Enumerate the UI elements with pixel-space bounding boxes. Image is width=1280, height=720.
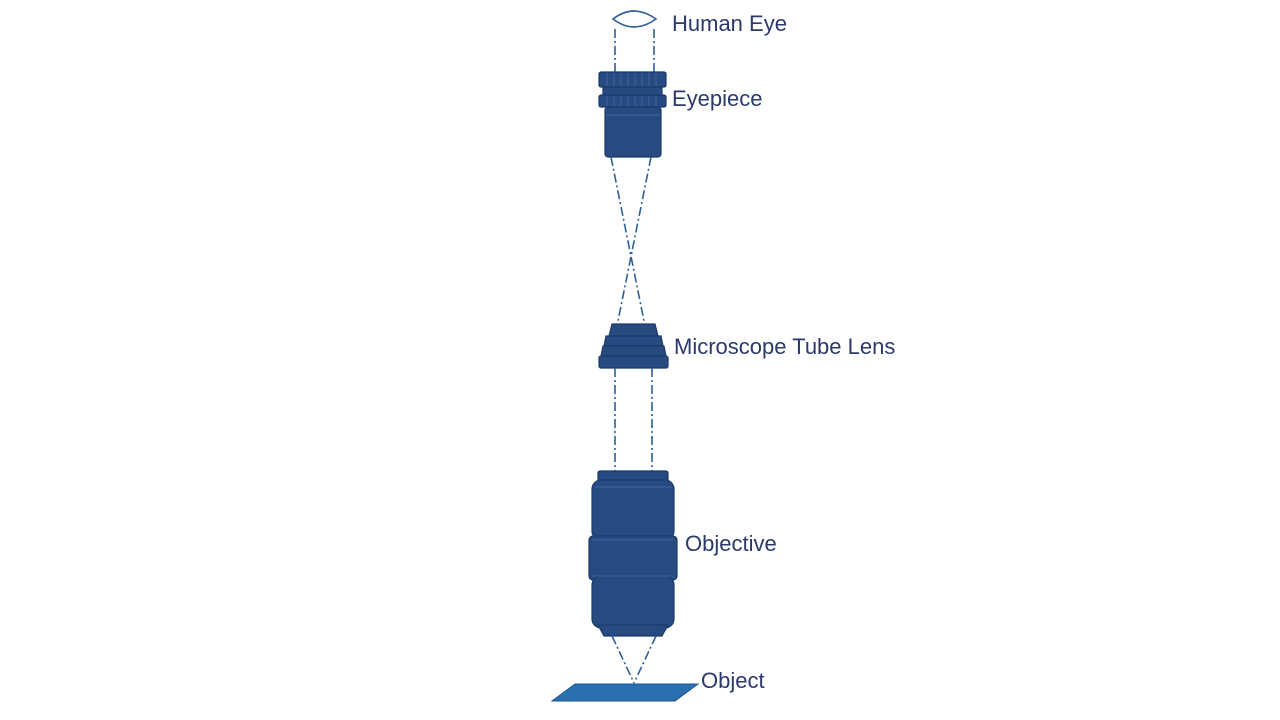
objective-body bbox=[588, 470, 678, 637]
label-human-eye: Human Eye bbox=[672, 11, 787, 36]
eyepiece-body bbox=[598, 71, 667, 158]
tube-lens-body bbox=[598, 323, 669, 369]
human-eye-icon bbox=[611, 10, 658, 28]
object-slide bbox=[550, 683, 700, 702]
rays-eyepiece-to-tube-lens bbox=[610, 156, 652, 327]
label-objective: Objective bbox=[685, 531, 777, 556]
label-tube-lens: Microscope Tube Lens bbox=[674, 334, 895, 359]
label-object: Object bbox=[701, 668, 765, 693]
rays-eye-to-eyepiece bbox=[614, 29, 655, 73]
rays-objective-to-object bbox=[611, 635, 657, 684]
label-eyepiece: Eyepiece bbox=[672, 86, 763, 111]
rays-tube-lens-to-objective bbox=[614, 368, 653, 472]
